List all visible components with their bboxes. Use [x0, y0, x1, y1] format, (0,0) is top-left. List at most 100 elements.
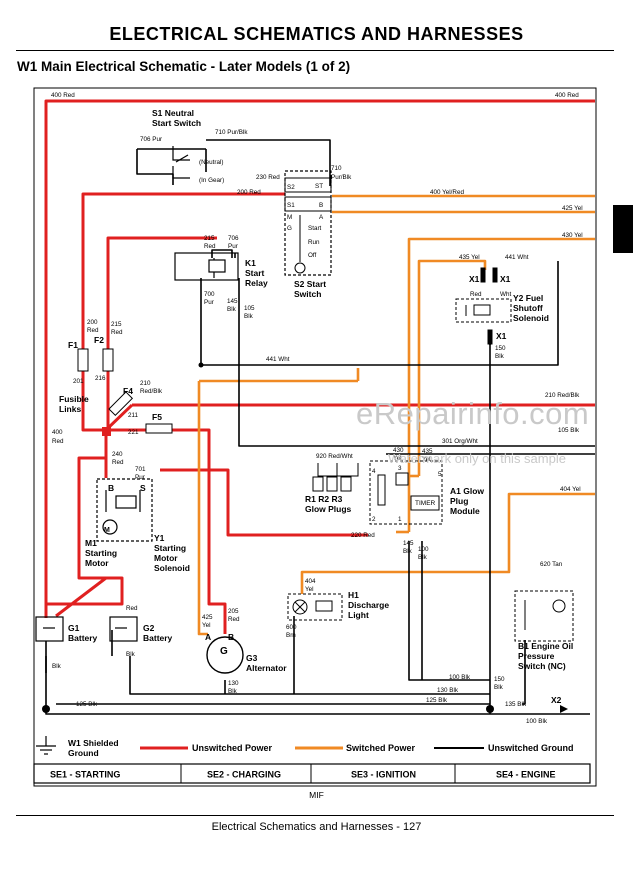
wire-label: 430 [393, 447, 404, 454]
watermark-note: Watermark only on this sample [388, 451, 566, 466]
component-label: G3 [246, 653, 258, 663]
component-label: Light [348, 610, 369, 620]
component-label: Module [450, 506, 480, 516]
component-label: S [140, 483, 146, 493]
wire-label: TIMER [415, 500, 436, 507]
wire-label: 230 Red [256, 174, 280, 181]
wire-label: Red [204, 243, 216, 250]
wire-label: 700 [204, 291, 215, 298]
wire-label: 441 Wht [266, 356, 290, 363]
component-label: M1 [85, 538, 97, 548]
component-label: K1 [245, 258, 256, 268]
wire-label: Blk [227, 306, 237, 313]
component-label: F1 [68, 340, 78, 350]
wire-label: 600 [286, 624, 297, 631]
wire-label: 105 Blk [558, 427, 580, 434]
wire-label: 100 Blk [526, 718, 548, 725]
connector-nodes [42, 362, 568, 713]
legend-label: Unswitched Power [192, 743, 273, 753]
component-label: Battery [143, 633, 173, 643]
component-label: Fusible [59, 394, 89, 404]
wire-label: B [319, 202, 323, 209]
component-label: Motor [154, 553, 178, 563]
wire-label: 240 [112, 451, 123, 458]
wire-label: 400 [52, 429, 63, 436]
wire-label: 425 Yel [562, 205, 583, 212]
k1-start-relay [174, 252, 239, 281]
wire-label: 441 Wht [505, 254, 529, 261]
wire-label: 221 [128, 429, 139, 436]
wire-label: 404 Yel [560, 486, 581, 493]
h1-discharge-light [287, 593, 343, 621]
component-label: X1 [469, 274, 480, 284]
wire-label: 920 Red/Wht [316, 453, 353, 460]
wire-label: A [319, 214, 324, 221]
s1-neutral-start-switch [172, 146, 190, 179]
wire-label: Start [308, 225, 322, 232]
component-label: S2 Start [294, 279, 326, 289]
wire-label: 145 [227, 298, 238, 305]
watermark: eRepairinfo.com [356, 396, 590, 431]
wire-label: Run [308, 239, 320, 246]
component-labels: S1 Neutral Start Switch S2 Start Switch … [59, 108, 573, 758]
component-label: G1 [68, 623, 80, 633]
component-label: F4 [123, 386, 133, 396]
component-label: Motor [85, 558, 109, 568]
wire-label: 400 Red [51, 92, 75, 99]
component-label: Alternator [246, 663, 287, 673]
wire-label: 425 [202, 614, 213, 621]
component-label: G2 [143, 623, 155, 633]
wire-label: Wht [500, 291, 511, 298]
schematic-subtitle: W1 Main Electrical Schematic - Later Mod… [17, 59, 351, 74]
wire-label: 5 [438, 471, 442, 478]
wire-label: 710 [331, 165, 342, 172]
wire-label: 145 [403, 540, 414, 547]
component-label: Glow Plugs [305, 504, 352, 514]
wire-label: 706 [228, 235, 239, 242]
wire-label: 1 [398, 516, 402, 523]
component-label: Links [59, 404, 81, 414]
y2-fuel-shutoff-solenoid [455, 267, 512, 345]
wire-label: Yel [393, 455, 402, 462]
component-label: Switch (NC) [518, 661, 566, 671]
wire-labels: 400 Red 400 Red 706 Pur 710 Pur/Blk (Neu… [51, 92, 583, 725]
wire-label: 400 Red [555, 92, 579, 99]
section-label: SE4 - ENGINE [496, 770, 556, 780]
wire-label: Pur/Blk [331, 174, 352, 181]
component-label: Relay [245, 278, 268, 288]
unswitched-power-wires [44, 99, 595, 634]
wire-label: 135 Blk [505, 701, 527, 708]
wire-label: Blk [495, 353, 505, 360]
legend-label: Unswitched Ground [488, 743, 574, 753]
component-label: H1 [348, 590, 359, 600]
g1-g2-batteries [35, 616, 138, 642]
switched-power-wires [197, 194, 595, 636]
wire-label: M [287, 214, 292, 221]
wire-label: Blk [418, 554, 428, 561]
footer-text: Electrical Schematics and Harnesses - 12… [211, 821, 422, 833]
wire-label: 710 Pur/Blk [215, 129, 248, 136]
wire-label: 150 [495, 345, 506, 352]
g3-alternator [206, 636, 244, 674]
wire-label: 3 [398, 465, 402, 472]
component-label: Pressure [518, 651, 555, 661]
wire-label: Red [52, 438, 64, 445]
wire-label: Blk [52, 663, 62, 670]
footer-code: MIF [309, 790, 324, 800]
wire-label: 706 Pur [140, 136, 162, 143]
wire-label: 100 Blk [449, 674, 471, 681]
wire-label: 216 [95, 375, 106, 382]
f5-fuse [145, 423, 173, 434]
wire-label: Yel [422, 456, 431, 463]
component-label: A1 Glow [450, 486, 484, 496]
component-label: G [220, 646, 228, 657]
component-label: X2 [551, 695, 562, 705]
component-label: X1 [496, 331, 507, 341]
wire-label: 210 Red/Blk [545, 392, 580, 399]
wire-label: 215 [111, 321, 122, 328]
wire-label: 105 [244, 305, 255, 312]
wire-label: Red [126, 605, 138, 612]
component-label: B1 Engine Oil [518, 641, 573, 651]
component-label: Ground [68, 748, 99, 758]
component-label: Solenoid [513, 313, 549, 323]
